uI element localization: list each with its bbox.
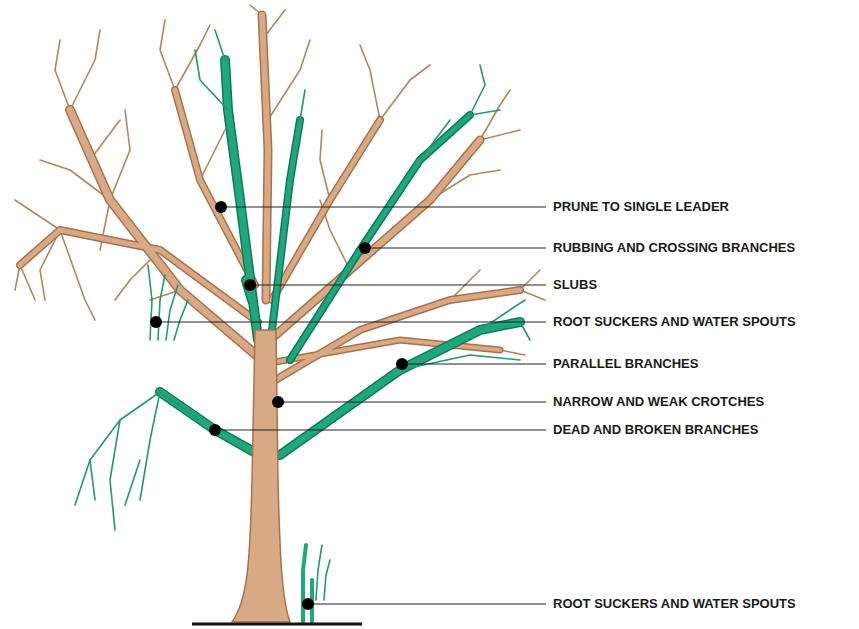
green-prune-branches <box>420 120 450 160</box>
green-prune-branches <box>225 60 258 340</box>
brown-twigs <box>200 130 225 180</box>
leader-lines <box>402 363 546 364</box>
leader-dots <box>215 201 227 213</box>
brown-branches <box>275 340 500 362</box>
leader-dots <box>150 201 408 610</box>
brown-twigs <box>110 110 130 200</box>
trunk <box>232 330 290 622</box>
callout-label: ROOT SUCKERS AND WATER SPOUTS <box>553 596 796 612</box>
green-prune-branches <box>160 60 520 458</box>
leader-lines <box>156 207 546 604</box>
green-prune-branches <box>148 265 152 340</box>
leader-lines <box>156 321 546 322</box>
green-prune-branches <box>140 392 160 500</box>
green-prune-branches <box>225 60 258 340</box>
brown-twigs <box>20 265 35 300</box>
green-prune-branches <box>290 115 470 360</box>
green-prune-branches <box>160 60 520 458</box>
brown-twigs <box>175 25 210 90</box>
brown-branches-outline <box>262 15 268 300</box>
brown-twigs <box>480 90 510 140</box>
leader-dots <box>302 598 314 610</box>
brown-branches <box>20 230 258 322</box>
leader-lines <box>215 429 546 430</box>
callout-label: RUBBING AND CROSSING BRANCHES <box>553 240 795 256</box>
green-prune-branches <box>480 300 525 330</box>
brown-branches <box>20 15 520 382</box>
green-prune-branches <box>520 322 530 340</box>
brown-twigs <box>268 40 310 120</box>
leader-dots <box>209 424 221 436</box>
green-prune-branches <box>125 460 140 505</box>
brown-twigs <box>380 65 430 120</box>
leader-dots <box>359 242 371 254</box>
callout-label: DEAD AND BROKEN BRANCHES <box>553 422 758 438</box>
callout-label: NARROW AND WEAK CROTCHES <box>553 394 764 410</box>
brown-branches-outline <box>20 15 520 382</box>
brown-branches <box>270 140 480 340</box>
brown-twigs <box>500 350 525 355</box>
callout-label: PARALLEL BRANCHES <box>553 356 698 372</box>
leader-lines <box>250 284 546 285</box>
green-prune-branches <box>324 560 330 600</box>
callout-label: ROOT SUCKERS AND WATER SPOUTS <box>553 314 796 330</box>
green-prune-branches <box>272 120 300 330</box>
leader-dots <box>150 316 162 328</box>
brown-branches <box>262 15 268 300</box>
callout-label: PRUNE TO SINGLE LEADER <box>553 199 729 215</box>
leader-dots <box>272 396 284 408</box>
brown-branches-outline <box>270 140 480 340</box>
green-prune-branches <box>316 545 322 600</box>
brown-twigs <box>160 20 175 90</box>
green-prune-branches <box>174 300 188 340</box>
brown-twigs <box>15 5 545 355</box>
brown-branches-outline <box>20 230 258 322</box>
green-prune-branches <box>75 30 530 622</box>
ground-line <box>192 623 362 626</box>
green-prune-branches <box>195 50 228 110</box>
green-prune-branches <box>160 392 265 458</box>
brown-twigs <box>60 230 95 320</box>
green-prune-branches <box>160 392 265 458</box>
green-prune-branches <box>215 30 225 60</box>
green-prune-branches <box>470 65 485 115</box>
brown-twigs <box>15 200 60 230</box>
brown-twigs <box>520 270 540 290</box>
green-prune-branches <box>280 322 520 455</box>
green-prune-branches <box>75 392 160 505</box>
brown-twigs <box>360 45 380 120</box>
brown-twigs <box>70 30 100 110</box>
leader-lines <box>278 401 546 402</box>
green-prune-branches <box>300 90 305 120</box>
green-prune-branches <box>158 275 165 340</box>
green-prune-branches <box>400 355 520 370</box>
brown-twigs <box>320 130 330 200</box>
green-prune-branches <box>272 120 300 330</box>
green-prune-branches <box>303 545 306 622</box>
leader-dots <box>396 358 408 370</box>
leader-lines <box>308 603 546 604</box>
green-prune-branches <box>90 460 95 500</box>
brown-twigs <box>55 40 70 110</box>
green-prune-branches <box>470 110 500 115</box>
green-prune-branches <box>303 545 312 622</box>
green-prune-branches <box>75 30 530 600</box>
green-prune-branches <box>280 322 520 455</box>
green-prune-branches <box>290 115 470 360</box>
green-prune-branches <box>160 392 200 420</box>
brown-twigs <box>520 290 545 300</box>
callout-label: SLUBS <box>553 277 597 293</box>
brown-twigs <box>480 130 520 140</box>
leader-lines <box>221 206 546 207</box>
leader-lines <box>365 247 546 248</box>
green-prune-branches <box>110 420 120 530</box>
leader-dots <box>244 279 256 291</box>
